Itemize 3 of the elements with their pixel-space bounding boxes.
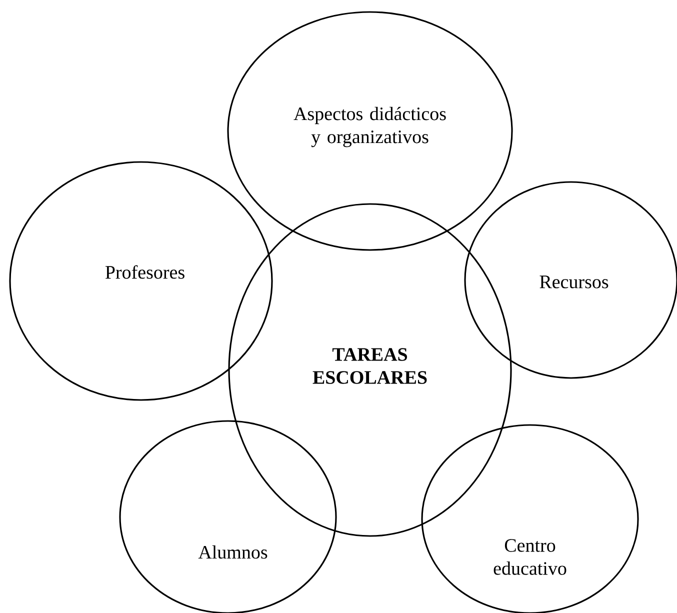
- circle-node: TAREAS ESCOLARES: [228, 203, 512, 537]
- circle-node: Aspectos didácticos y organizativos: [227, 11, 513, 251]
- circle-node: Profesores: [9, 161, 273, 401]
